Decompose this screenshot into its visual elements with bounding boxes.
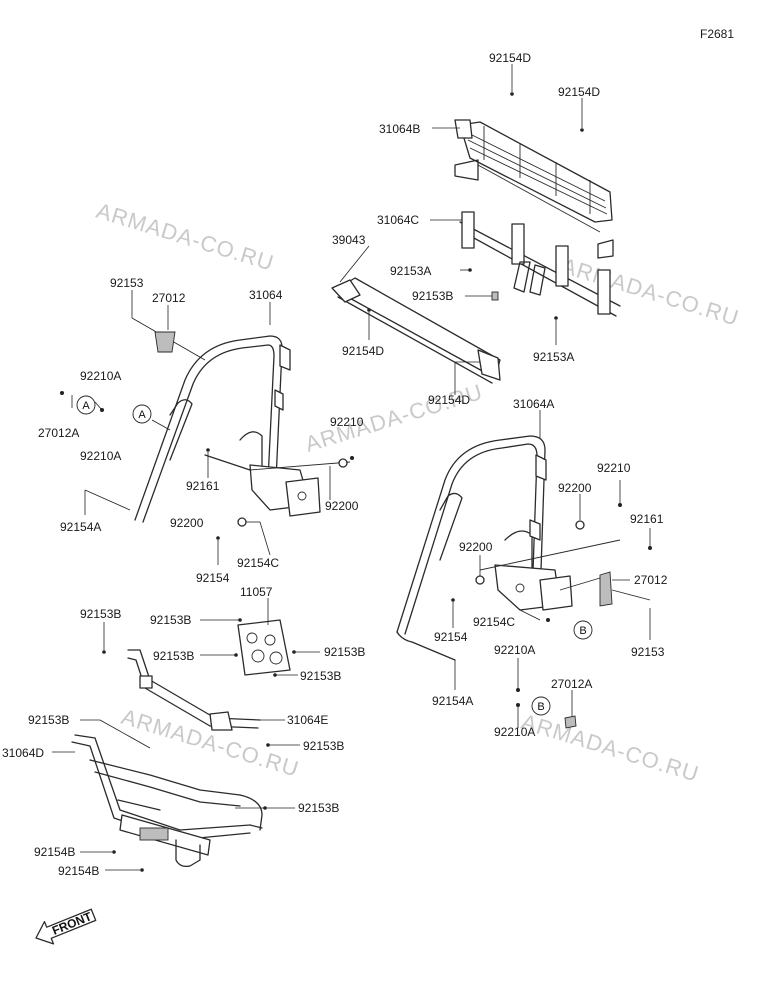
callout-B-lower: B: [531, 696, 551, 716]
part-label: 27012: [152, 291, 186, 305]
part-label: 92153B: [150, 613, 191, 627]
part-label: 92210A: [494, 725, 535, 739]
part-label: 92153B: [300, 669, 341, 683]
part-label: 92153B: [80, 607, 121, 621]
part-label: 92153B: [298, 801, 339, 815]
part-label: 92200: [459, 540, 493, 554]
cross-bar-39043: [331, 277, 501, 384]
callout-letter: B: [579, 625, 586, 637]
part-label: 92200: [325, 499, 359, 513]
part-label: 92153B: [324, 645, 365, 659]
callout-letter: B: [537, 701, 544, 713]
part-label: 31064A: [513, 397, 554, 411]
part-label: 92154A: [60, 520, 101, 534]
part-label: 92154D: [489, 51, 531, 65]
part-label: 31064E: [287, 713, 328, 727]
part-label: 92153B: [153, 649, 194, 663]
part-label: 92154: [196, 571, 230, 585]
part-label: 31064: [249, 288, 283, 302]
part-label: 92153A: [390, 264, 431, 278]
part-label: 92161: [630, 512, 664, 526]
part-label: 31064C: [377, 213, 419, 227]
part-label: 92210: [597, 461, 631, 475]
callout-A-center: A: [132, 404, 152, 424]
watermark: ARMADA-CO.RU: [559, 253, 743, 331]
part-label: 39043: [332, 233, 366, 247]
figure-code: F2681: [700, 27, 734, 41]
part-label: 92210A: [494, 643, 535, 657]
front-direction-arrow: FRONT: [35, 908, 97, 945]
part-label: 92161: [186, 479, 220, 493]
part-label: 92153: [110, 276, 144, 290]
bar-31064E: [127, 649, 261, 731]
leader-lines: [52, 64, 652, 872]
part-label: 31064B: [379, 122, 420, 136]
part-label: 11057: [240, 585, 273, 599]
part-label: 92154D: [342, 344, 384, 358]
part-label: 92154D: [558, 85, 600, 99]
part-label: 27012A: [38, 426, 79, 440]
callout-A-left: A: [76, 395, 96, 415]
part-label: 92153: [631, 645, 665, 659]
part-label: 31064D: [2, 746, 44, 760]
part-label: 92154D: [428, 393, 470, 407]
part-label: 92200: [170, 516, 204, 530]
front-label: FRONT: [50, 909, 94, 938]
callout-B-right: B: [573, 620, 593, 640]
callout-letter: A: [82, 400, 90, 412]
watermark: ARMADA-CO.RU: [519, 709, 703, 787]
part-label: 92210A: [80, 449, 121, 463]
part-label: 27012A: [551, 677, 592, 691]
bracket-11057: [237, 619, 291, 676]
part-label: 92154C: [237, 556, 279, 570]
part-label: 92153A: [533, 350, 574, 364]
part-label: 92153B: [412, 289, 453, 303]
part-label: 92154B: [58, 864, 99, 878]
part-label: 92210: [330, 415, 364, 429]
part-label: 27012: [634, 573, 668, 587]
rear-guard-assembly: [454, 119, 621, 317]
part-label: 92154: [434, 630, 468, 644]
part-label: 92154A: [432, 694, 473, 708]
part-label: 92200: [558, 481, 592, 495]
part-label: 92154C: [473, 615, 515, 629]
callout-letter: A: [138, 409, 146, 421]
part-labels: 92154D 92154D 31064B 31064C 39043 92153A…: [2, 51, 668, 878]
part-label: 92153B: [28, 713, 69, 727]
left-roll-bar-31064: [134, 335, 351, 523]
part-label: 92154B: [34, 845, 75, 859]
front-bumper-31064D: [71, 734, 263, 868]
part-label: 92153B: [303, 739, 344, 753]
watermark: ARMADA-CO.RU: [94, 198, 278, 276]
right-roll-bar-31064A: [396, 435, 651, 661]
part-label: 92210A: [80, 369, 121, 383]
